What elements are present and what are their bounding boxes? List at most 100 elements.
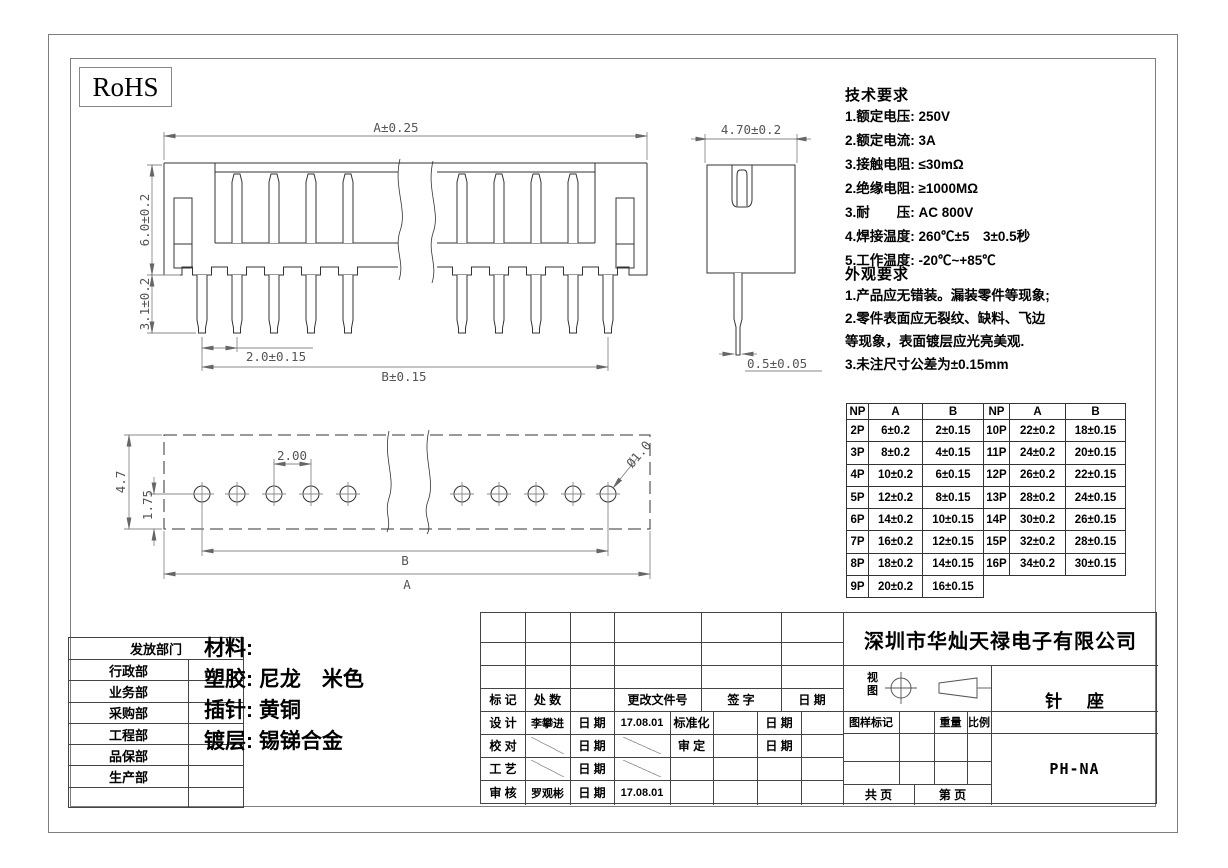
size-table-cell: 5P xyxy=(847,486,869,510)
department-empty-cell xyxy=(188,786,243,809)
audit-label: 审 核 xyxy=(489,786,517,800)
size-table-cell: 6±0.2 xyxy=(869,420,923,443)
part-code: PH-NA xyxy=(1049,760,1100,778)
craft-date-slash xyxy=(623,760,661,777)
company-name: 深圳市华灿天禄电子有限公司 xyxy=(864,630,1137,653)
size-table-cell: 16P xyxy=(984,553,1010,577)
size-table-cell: 4P xyxy=(847,464,869,487)
text-line: 等现象，表面镀层应光亮美观. xyxy=(845,334,1025,349)
craft-name-slash xyxy=(531,760,564,777)
stamp-label: 图样标记 xyxy=(849,717,893,729)
department-blank-cell xyxy=(188,659,243,681)
department-item: 业务部 xyxy=(69,680,188,701)
size-table-header-cell: NP xyxy=(984,404,1010,420)
rev-count-label: 处 数 xyxy=(533,693,562,707)
audit-name: 罗观彬 xyxy=(531,787,564,800)
text-line: 1.额定电压: 250V xyxy=(845,109,951,124)
text-line: 3.接触电阻: ≤30mΩ xyxy=(845,157,964,172)
size-table-cell: 14±0.15 xyxy=(923,553,984,577)
department-blank-cell xyxy=(188,765,243,787)
size-table-cell: 12±0.15 xyxy=(923,531,984,554)
size-table-cell: 8±0.15 xyxy=(923,486,984,510)
size-table-cell: 24±0.15 xyxy=(1066,486,1126,510)
size-table-cell: 26±0.15 xyxy=(1066,509,1126,532)
size-table-cell: 18±0.15 xyxy=(1066,420,1126,443)
size-table-header-cell: B xyxy=(1066,404,1126,420)
size-table-cell: 20±0.2 xyxy=(869,576,923,599)
projection-symbol-icon xyxy=(885,672,991,704)
department-blank-cell xyxy=(188,722,243,745)
department-item: 工程部 xyxy=(69,722,188,744)
size-table-cell: 30±0.15 xyxy=(1066,553,1126,577)
size-table-cell: 26±0.2 xyxy=(1010,464,1066,487)
text-line: 插针: 黄铜 xyxy=(204,699,301,722)
size-table-cell: 6±0.15 xyxy=(923,464,984,487)
page-number-label: 第 页 xyxy=(938,788,967,802)
audit-date-label: 日 期 xyxy=(578,786,606,800)
materials-title: 材料: xyxy=(204,637,253,660)
rev-doc-label: 更改文件号 xyxy=(627,693,688,707)
size-table-header-cell: NP xyxy=(847,404,869,420)
materials-block: 材料: 塑胶: 尼龙 米色插针: 黄铜镀层: 锡锑合金 xyxy=(204,633,364,757)
craft-label: 工 艺 xyxy=(489,762,517,776)
view-label: 视图 xyxy=(867,672,878,697)
size-table-cell: 2±0.15 xyxy=(923,420,984,443)
text-line: 镀层: 锡锑合金 xyxy=(204,730,343,753)
size-table-cell: 12P xyxy=(984,464,1010,487)
text-line: 3.耐 压: AC 800V xyxy=(845,205,974,220)
text-line: 5.工作温度: -20℃~+85℃ xyxy=(845,253,996,268)
design-label: 设 计 xyxy=(489,716,517,730)
size-table-cell: 8±0.2 xyxy=(869,442,923,465)
size-table-cell: 18±0.2 xyxy=(869,553,923,577)
outer-border xyxy=(48,34,1178,833)
rev-sign-label: 签 字 xyxy=(727,693,755,707)
size-table-cell: 7P xyxy=(847,531,869,554)
department-blank-cell xyxy=(188,701,243,723)
size-table-cell: 12±0.2 xyxy=(869,486,923,510)
approve-label: 审 定 xyxy=(677,739,706,753)
departments-header: 发放部门 xyxy=(129,642,182,657)
text-line: 塑胶: 尼龙 米色 xyxy=(204,668,364,691)
text-line: 3.未注尺寸公差为±0.15mm xyxy=(845,357,1009,372)
technical-requirements-title: 技术要求 xyxy=(845,87,910,104)
scale-label: 比例 xyxy=(968,717,990,729)
title-block: 标 记 处 数 更改文件号 签 字 日 期 设 计 李攀进 日 期 17.08.… xyxy=(480,612,1158,805)
rev-date-label: 日 期 xyxy=(798,693,826,707)
size-table-cell: 22±0.2 xyxy=(1010,420,1066,443)
materials-list: 塑胶: 尼龙 米色插针: 黄铜镀层: 锡锑合金 xyxy=(204,664,364,757)
standardization-label: 标准化 xyxy=(673,716,710,730)
standardization-date-label: 日 期 xyxy=(765,716,793,730)
size-table-cell: 3P xyxy=(847,442,869,465)
size-table-cell: 28±0.2 xyxy=(1010,486,1066,510)
size-table-cell: 9P xyxy=(847,576,869,599)
size-table-cell: 32±0.2 xyxy=(1010,531,1066,554)
size-table-cell: 20±0.15 xyxy=(1066,442,1126,465)
size-table-cell: 13P xyxy=(984,486,1010,510)
department-blank-cell xyxy=(188,744,243,766)
approve-date-label: 日 期 xyxy=(765,739,793,753)
size-table-header-cell: A xyxy=(869,404,923,420)
appearance-requirements-title: 外观要求 xyxy=(845,266,910,283)
size-table-header-cell: A xyxy=(1010,404,1066,420)
text-line: 1.产品应无错装。漏装零件等现象; xyxy=(845,288,1050,303)
size-table-cell: 14±0.2 xyxy=(869,509,923,532)
rev-mark-label: 标 记 xyxy=(489,693,517,707)
department-item: 品保部 xyxy=(69,744,188,765)
inner-border xyxy=(70,58,1156,807)
department-item: 采购部 xyxy=(69,701,188,723)
craft-date-label: 日 期 xyxy=(578,762,606,776)
size-table-cell: 16±0.2 xyxy=(869,531,923,554)
size-table-cell: 28±0.15 xyxy=(1066,531,1126,554)
text-line: 4.焊接温度: 260℃±5 3±0.5秒 xyxy=(845,229,1031,244)
size-table-cell: 24±0.2 xyxy=(1010,442,1066,465)
appearance-requirements: 外观要求 1.产品应无错装。漏装零件等现象;2.零件表面应无裂纹、缺料、飞边等现… xyxy=(845,263,1185,376)
size-table-cell: 22±0.15 xyxy=(1066,464,1126,487)
check-date-slash xyxy=(623,737,661,754)
size-table-cell: 10±0.15 xyxy=(923,509,984,532)
size-table-cell: 15P xyxy=(984,531,1010,554)
appearance-requirements-list: 1.产品应无错装。漏装零件等现象;2.零件表面应无裂纹、缺料、飞边等现象，表面镀… xyxy=(845,284,1185,376)
